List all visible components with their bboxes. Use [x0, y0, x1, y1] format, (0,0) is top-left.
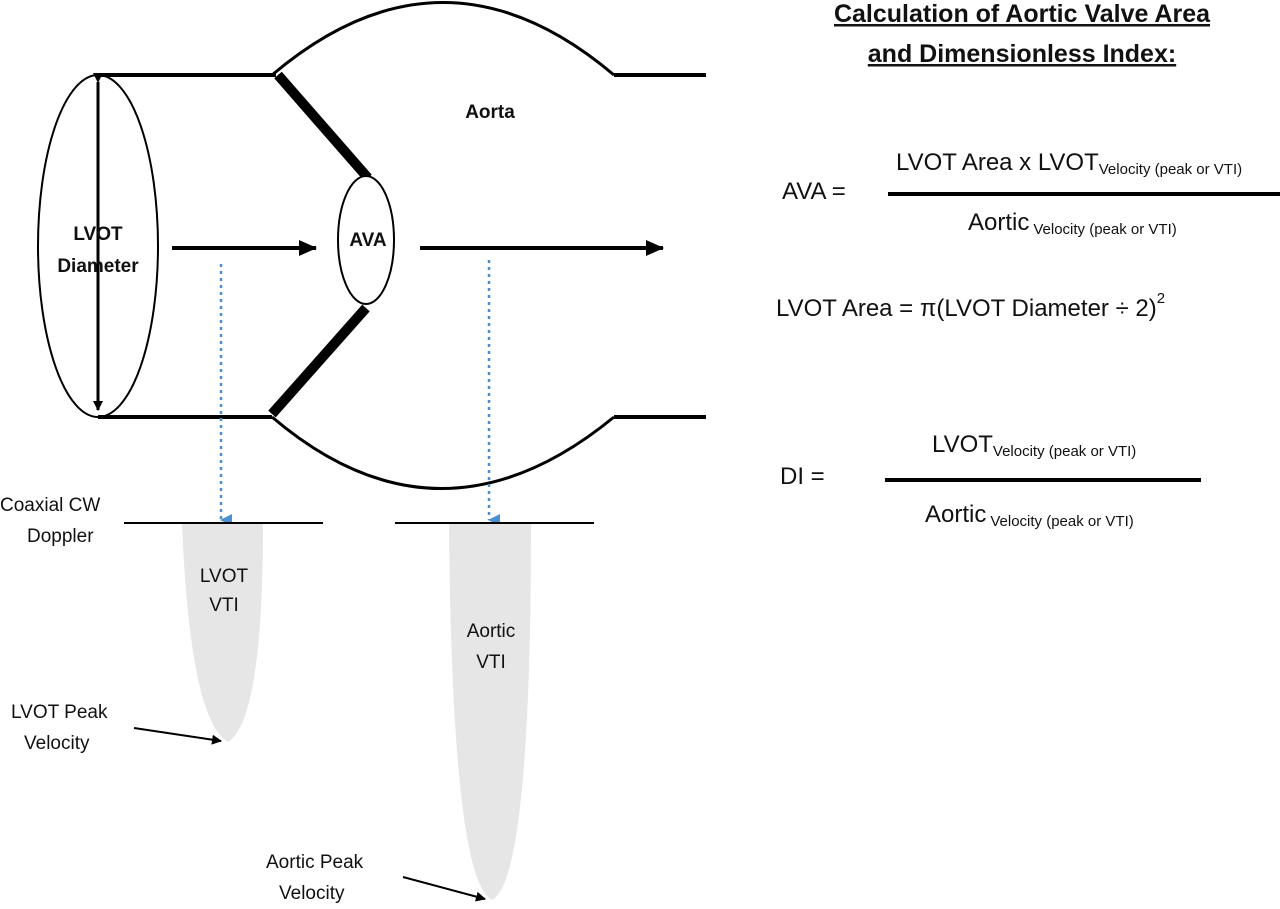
di-numerator-sub: Velocity (peak or VTI) — [993, 443, 1136, 460]
lvot-doppler-envelope — [182, 524, 263, 742]
title-line2: and Dimensionless Index: — [868, 40, 1176, 68]
aortic-vti-label-line1: Aortic — [467, 621, 516, 642]
ava-label: AVA — [349, 230, 387, 251]
di-formula-lhs: DI = — [780, 463, 825, 490]
title-line1: Calculation of Aortic Valve Area — [834, 0, 1211, 28]
ava-formula-lhs: AVA = — [782, 178, 846, 205]
ava-denominator-main: Aortic — [968, 209, 1029, 236]
aortic-vti-label-line2: VTI — [476, 652, 506, 673]
lvot-diameter-label-line1: LVOT — [73, 224, 123, 245]
aortic-peak-label-line2: Velocity — [279, 883, 345, 904]
lvot-area-formula-main: LVOT Area = π(LVOT Diameter ÷ 2) — [776, 295, 1157, 322]
di-denominator-main: Aortic — [925, 501, 986, 528]
di-formula-numerator: LVOTVelocity (peak or VTI) — [932, 431, 1136, 460]
ava-numerator-sub: Velocity (peak or VTI) — [1099, 161, 1242, 178]
ava-ellipse — [337, 175, 395, 305]
valve-leaflet-upper — [274, 71, 372, 182]
aorta-bottom-arc — [271, 415, 615, 490]
valve-leaflet-lower — [268, 304, 370, 418]
aortic-doppler-envelope — [449, 524, 531, 900]
aorta-top-arc — [271, 1, 615, 77]
lvot-peak-label-line1: LVOT Peak — [11, 702, 108, 723]
ava-formula-numerator: LVOT Area x LVOTVelocity (peak or VTI) — [896, 149, 1242, 178]
lvot-diameter-label-line2: Diameter — [57, 256, 139, 277]
di-numerator-main: LVOT — [932, 431, 993, 458]
di-denominator-sub: Velocity (peak or VTI) — [990, 513, 1133, 530]
ava-denominator-sub: Velocity (peak or VTI) — [1033, 221, 1176, 238]
lvot-vti-label-line2: VTI — [209, 595, 239, 616]
lvot-vti-label-line1: LVOT — [200, 566, 249, 587]
lvot-area-formula-sup: 2 — [1157, 290, 1165, 307]
aortic-peak-pointer-arrow — [402, 876, 486, 902]
aortic-peak-label-line1: Aortic Peak — [266, 852, 364, 873]
coaxial-label-line1: Coaxial CW — [0, 495, 100, 516]
aorta-label: Aorta — [465, 102, 515, 123]
coaxial-label-line2: Doppler — [27, 526, 94, 547]
lvot-area-formula: LVOT Area = π(LVOT Diameter ÷ 2)2 — [776, 290, 1165, 322]
ava-numerator-main: LVOT Area x LVOT — [896, 149, 1099, 176]
lvot-peak-pointer-arrow — [133, 727, 222, 745]
lvot-peak-label-line2: Velocity — [24, 733, 90, 754]
